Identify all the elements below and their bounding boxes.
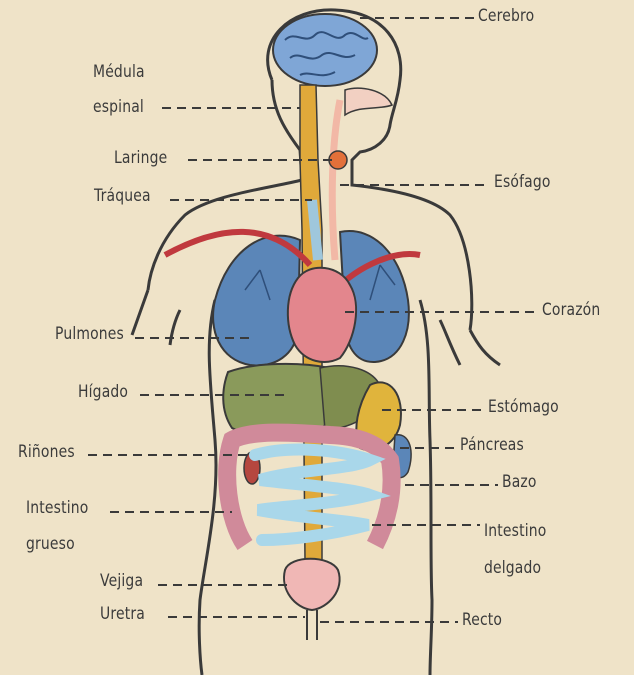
brain-folds (284, 31, 369, 77)
label-medula-line1: Médula (93, 62, 145, 82)
aorta-left (163, 228, 313, 267)
left-lung (212, 234, 302, 367)
label-esofago: Esófago (494, 172, 551, 192)
label-pancreas: Páncreas (460, 435, 524, 455)
label-intestino-delgado-line1: Intestino (484, 521, 547, 541)
urethra (306, 610, 318, 640)
body-outline (146, 8, 474, 331)
label-intestino-grueso-line1: Intestino (26, 498, 89, 518)
small-intestine (249, 443, 391, 546)
right-lung (338, 230, 410, 364)
lung-branches (244, 264, 396, 301)
leader-lines (88, 17, 538, 623)
label-bazo: Bazo (502, 472, 537, 492)
arm-outline-left (130, 289, 182, 346)
label-laringe: Laringe (114, 148, 168, 168)
label-vejiga: Vejiga (100, 571, 144, 591)
label-intestino-grueso-line2: grueso (26, 534, 75, 554)
label-estomago: Estómago (488, 397, 559, 417)
trachea (307, 199, 323, 261)
heart (286, 266, 357, 363)
label-pulmones: Pulmones (55, 324, 124, 344)
label-rinones: Riñones (18, 442, 75, 462)
label-corazon: Corazón (542, 300, 601, 320)
label-higado: Hígado (78, 382, 129, 402)
bladder (283, 557, 341, 612)
torso-outline-right (418, 299, 434, 675)
nasal-cavity (344, 87, 394, 117)
label-uretra: Uretra (100, 604, 145, 624)
label-traquea: Tráquea (94, 186, 151, 206)
esophagus (328, 99, 344, 261)
torso-outline-left (197, 299, 218, 675)
brain (272, 13, 378, 87)
large-intestine (218, 423, 401, 551)
label-cerebro: Cerebro (478, 6, 535, 26)
label-medula-line2: espinal (93, 97, 144, 117)
label-intestino-delgado-line2: delgado (484, 558, 542, 578)
label-recto: Recto (462, 610, 503, 630)
arm-outline-right (438, 319, 501, 367)
